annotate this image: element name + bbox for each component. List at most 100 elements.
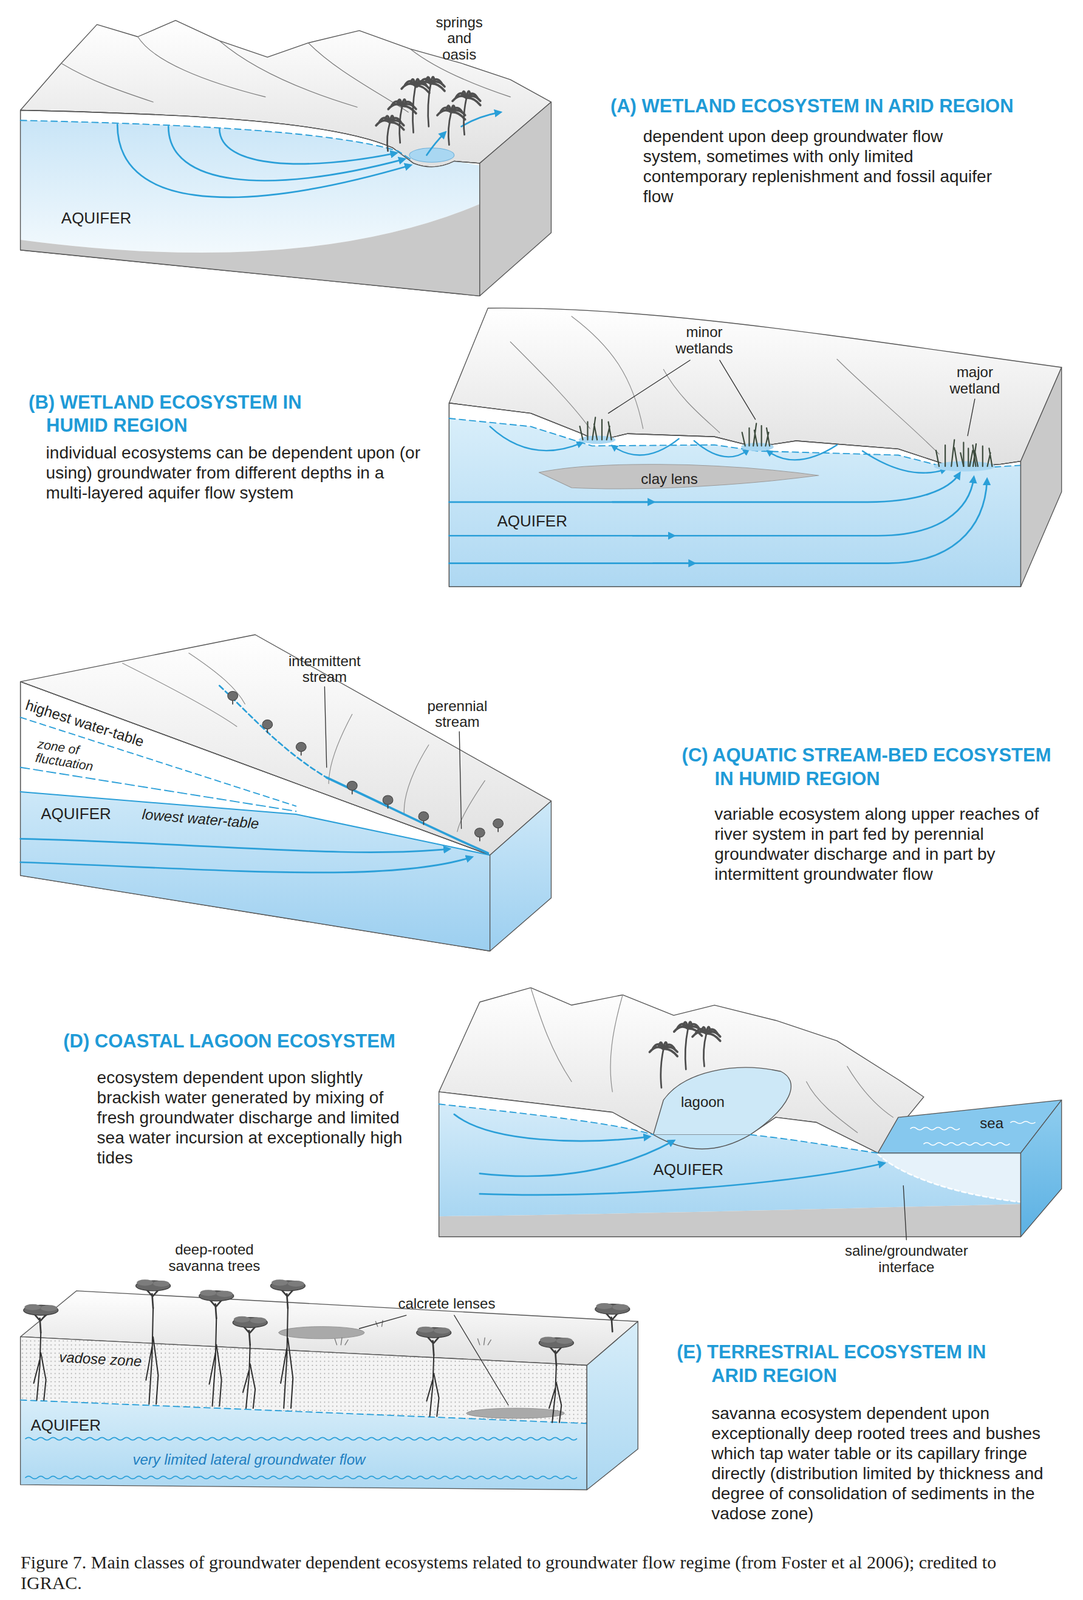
bedrock [439,1204,1022,1238]
water-table [20,792,491,856]
bush [418,812,429,822]
water-table [750,1135,878,1154]
callout-label: calcrete lenses [397,1296,496,1313]
tree-canopy [433,1327,451,1334]
bush [382,795,393,805]
palm-trunk [660,1049,664,1089]
relief-line [403,745,429,815]
palm-trunk [428,83,431,127]
tree-canopy [40,1305,58,1312]
relief-line [61,63,154,103]
tree-canopy [136,1279,154,1286]
relief-line [530,988,572,1083]
flow-arrow [20,857,472,873]
clay-lens [538,464,819,489]
wetland-reeds [580,417,612,440]
flow-arrow [632,535,674,537]
block-side [490,801,552,952]
tree-root [280,1308,293,1409]
bush [493,819,504,829]
block-outline [20,109,480,296]
aquifer-label: AQUIFER [61,209,132,228]
flow-arrow [612,501,653,503]
wetland-reeds [936,439,977,467]
block-front [448,403,1021,587]
callout-label: saline/groundwater interface [833,1243,980,1277]
palm-frond [466,97,481,106]
relief-line [571,316,644,429]
bush [346,781,358,791]
palm-frond [451,112,466,120]
relief-line [328,714,353,784]
tree-canopy [539,1336,557,1343]
block-outline [439,1092,1022,1238]
palm-trunk [685,1028,688,1070]
flow-arrow [653,562,695,565]
water-table [448,418,1021,470]
tree-canopy [199,1290,217,1297]
block-side [1020,1100,1062,1238]
panel-heading: (C) AQUATIC STREAM-BED ECOSYSTEM IN HUMI… [682,744,1065,792]
callout-label: major wetland [941,364,1009,398]
aquifer-zone [448,418,1021,587]
leader-line [454,1315,509,1406]
palm-frond [389,122,404,130]
palm-trunk [386,122,390,152]
panel-description: variable ecosystem along upper reaches o… [714,804,1055,885]
bedrock [20,204,480,296]
relief-line [122,663,237,727]
aquifer-label: AQUIFER [653,1161,725,1180]
callout-label: springs and oasis [428,14,490,64]
leader-line [719,360,756,420]
leader-line [967,399,975,436]
tree-root [33,1333,46,1401]
tree-canopy [287,1281,305,1288]
palm-frond [663,1048,678,1057]
flow-arrow [454,1114,650,1142]
block-side [1020,367,1062,587]
aquifer-label: AQUIFER [496,512,568,531]
water-table [439,1104,654,1135]
flow-arrow [448,479,988,564]
leader-line [324,686,327,768]
block-front [20,109,480,296]
calcrete-lens [466,1408,565,1419]
wetland-reeds [742,423,770,446]
block-side [586,1321,638,1490]
palm-frond [706,1033,721,1042]
palm-trunk [464,97,467,135]
saline-wedge [877,1154,1021,1203]
tree-root [209,1318,222,1407]
leader-line [903,1186,907,1241]
flow-arrow [461,112,501,127]
flow-arrow [426,132,445,155]
groundwater-wave [25,1437,577,1441]
bush [474,828,485,838]
feature-label: sea [979,1115,1004,1133]
tree-root [242,1345,256,1409]
palm-frond [430,83,445,92]
palm-frond [402,106,417,114]
leader-line [608,360,691,414]
water-table [20,717,297,807]
bush [227,691,239,701]
block-front [20,682,491,952]
callout-label: minor wetlands [668,324,742,358]
leader-line [459,731,462,830]
water-table [20,120,414,161]
calcrete-lens [278,1327,365,1340]
tree-canopy [153,1281,170,1288]
flow-arrow [479,1141,674,1177]
groundwater-wave [25,1476,577,1480]
panel-heading: (E) TERRESTRIAL ECOSYSTEM IN ARID REGION [676,1341,1017,1389]
aquifer-zone [20,1400,588,1491]
intermittent-stream [219,685,327,778]
callout-label: intermittent stream [284,653,364,687]
panel-description: ecosystem dependent upon slightly bracki… [97,1067,410,1169]
wetland-reeds [960,444,992,467]
tree-canopy [595,1303,613,1310]
palm-trunk [399,106,403,143]
tree-canopy [233,1316,251,1323]
tree-root [145,1308,158,1405]
panel-heading: (B) WETLAND ECOSYSTEM IN HUMID REGION [28,391,357,439]
